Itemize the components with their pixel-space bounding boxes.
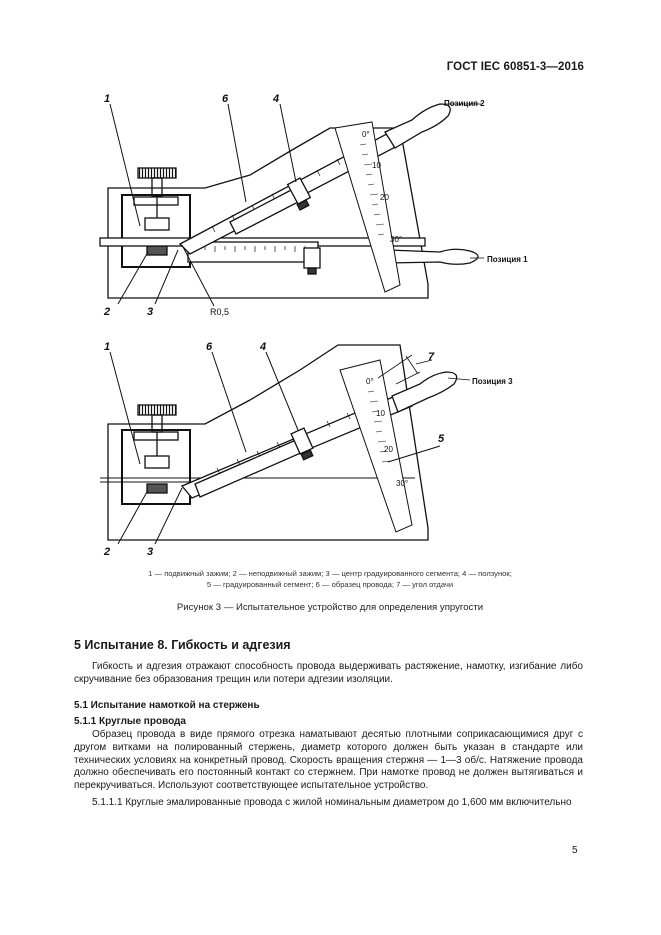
bottom-callout-2: 2	[103, 546, 110, 558]
top-graduated-segment	[334, 121, 401, 293]
top-callout-4: 4	[272, 93, 279, 105]
bottom-knob	[137, 404, 177, 416]
top-callout-2: 2	[103, 306, 110, 318]
top-scale-20: 20	[380, 193, 389, 202]
bottom-callout-1: 1	[104, 341, 110, 353]
page-number: 5	[572, 845, 578, 856]
section-title: 5 Испытание 8. Гибкость и адгезия	[74, 638, 291, 652]
paragraph-5-1-1: Образец провода в виде прямого отрезка н…	[74, 729, 583, 792]
bottom-graduated-segment	[339, 359, 413, 533]
top-callout-1: 1	[104, 93, 110, 105]
top-handle-pos1	[387, 248, 479, 265]
standard-header: ГОСТ IEC 60851-3—2016	[446, 61, 584, 73]
bottom-callout-4: 4	[259, 341, 266, 353]
bottom-fixed-clamp	[146, 483, 168, 494]
top-handle-pos2	[384, 103, 451, 149]
top-position-2-label: Позиция 2	[444, 99, 485, 108]
top-callout-3: 3	[147, 306, 153, 318]
top-clamp-frame	[121, 194, 191, 268]
top-callout-6: 6	[222, 93, 229, 105]
figure-legend-line-2: 5 — градуированный сегмент; 6 — образец …	[206, 580, 454, 589]
bottom-figure	[100, 344, 471, 545]
test-device-figure: 1 6 4 2 3 R0,5 Позиция 2 Позиция 1 0° 10…	[99, 93, 528, 558]
bottom-callout-3: 3	[147, 546, 153, 558]
top-scale-10: 10	[372, 161, 381, 170]
bottom-position-3-label: Позиция 3	[472, 377, 513, 386]
figure-legend-line-1: 1 — подвижный зажим; 2 — неподвижный заж…	[148, 569, 512, 578]
top-figure	[99, 103, 484, 307]
bottom-scale-10: 10	[376, 409, 385, 418]
top-movable-clamp	[144, 217, 170, 231]
top-fixed-clamp	[146, 245, 168, 256]
subsection-5-1-title: 5.1 Испытание намоткой на стержень	[74, 700, 260, 711]
top-scale-30: 30°	[390, 235, 402, 244]
figure-caption: Рисунок 3 — Испытательное устройство для…	[176, 602, 484, 613]
bottom-handle-pos3	[391, 371, 458, 413]
bottom-scale-0: 0°	[366, 377, 374, 386]
bottom-scale-20: 20	[384, 445, 393, 454]
top-position-1-label: Позиция 1	[487, 255, 528, 264]
paragraph-5-1-1-1: 5.1.1.1 Круглые эмалированные провода с …	[92, 797, 572, 808]
top-radius-label: R0,5	[210, 307, 229, 317]
bottom-clamp-frame	[121, 429, 191, 505]
subsection-5-1-1-title: 5.1.1 Круглые провода	[74, 716, 186, 727]
top-knob	[137, 167, 177, 179]
bottom-callout-5: 5	[438, 433, 445, 445]
bottom-callout-7: 7	[428, 351, 435, 363]
top-figure-labels: 1 6 4 2 3 R0,5	[103, 93, 279, 318]
section-intro: Гибкость и адгезия отражают способность …	[74, 661, 583, 685]
bottom-callout-6: 6	[206, 341, 213, 353]
bottom-movable-clamp	[144, 455, 170, 469]
bottom-scale-30: 30°	[396, 479, 408, 488]
top-scale-0: 0°	[362, 130, 370, 139]
